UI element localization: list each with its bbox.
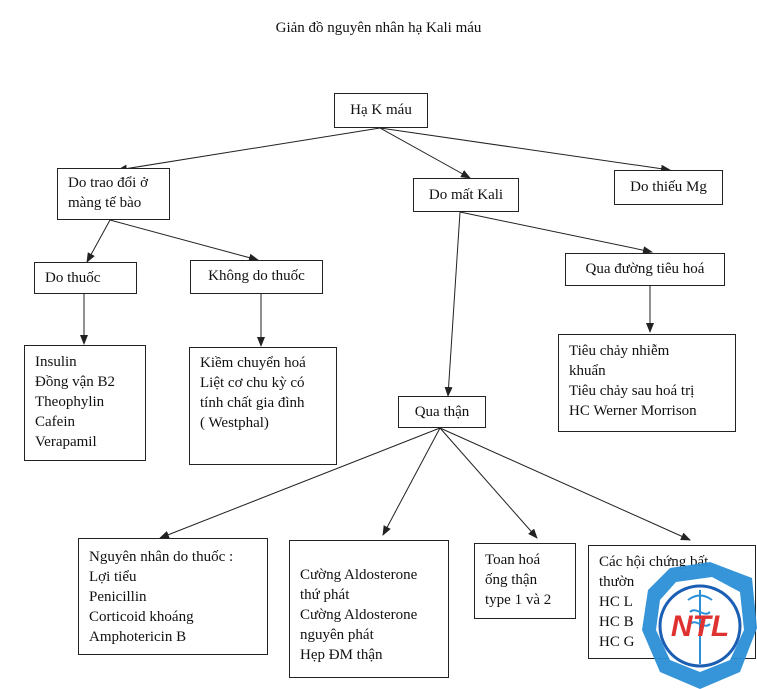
- node-root-line: Hạ K máu: [350, 102, 412, 118]
- node-nondrug: Không do thuốc: [190, 260, 323, 294]
- node-aldosterone: Cường Aldosterone thứ phát Cường Aldoste…: [289, 540, 449, 678]
- node-root: Hạ K máu: [334, 93, 428, 128]
- node-nondrug-list-line: Liệt cơ chu kỳ có: [200, 375, 305, 391]
- node-gi-list-line: Tiêu chảy sau hoá trị: [569, 383, 695, 399]
- node-kidney-line: Qua thận: [414, 404, 470, 420]
- node-syndromes-line: thườn: [599, 574, 635, 590]
- node-drug-list-line: Theophylin: [35, 394, 105, 410]
- logo-text: NTL: [671, 610, 729, 643]
- node-loss-line: Do mất Kali: [428, 187, 504, 203]
- node-drug: Do thuốc: [34, 262, 137, 294]
- node-rta-line: Toan hoá: [485, 552, 541, 568]
- node-nondrug-list-line: tính chất gia đình: [200, 395, 305, 411]
- arrow-kidney-rta: [439, 427, 538, 539]
- node-mg-line: Do thiếu Mg: [630, 179, 707, 195]
- arrow-kidney-drug: [159, 427, 441, 539]
- node-rta: Toan hoá ống thận type 1 và 2: [474, 543, 576, 619]
- node-nondrug-line: Không do thuốc: [208, 268, 305, 284]
- arrow-loss-kidney: [444, 211, 461, 397]
- node-nondrug-list: Kiềm chuyển hoá Liệt cơ chu kỳ có tính c…: [189, 347, 337, 465]
- node-exchange-line: màng tế bào: [68, 195, 142, 211]
- node-drug-list: Insulin Đồng vận B2 Theophylin Cafein Ve…: [24, 345, 146, 461]
- node-aldosterone-line: thứ phát: [300, 587, 350, 603]
- node-loss: Do mất Kali: [413, 178, 519, 212]
- diagram-title: Giản đồ nguyên nhân hạ Kali máu: [275, 20, 482, 36]
- node-aldosterone-line: Hẹp ĐM thận: [300, 647, 383, 663]
- node-nondrug-list-line: Kiềm chuyển hoá: [200, 355, 306, 371]
- node-kidney-drug-line: Penicillin: [89, 589, 147, 605]
- node-drug-line: Do thuốc: [45, 270, 101, 286]
- node-gi-list-line: khuẩn: [569, 363, 606, 379]
- arrow-root-mg: [379, 127, 671, 173]
- node-gi-list-line: Tiêu chảy nhiễm: [569, 343, 670, 359]
- node-rta-line: ống thận: [485, 572, 538, 588]
- arrow-loss-gi: [459, 211, 653, 255]
- node-drug-list-line: Cafein: [35, 414, 75, 430]
- arrow-kidney-syndromes: [439, 427, 691, 541]
- node-exchange: Do trao đổi ở màng tế bào: [57, 168, 170, 220]
- node-gi-list-line: HC Werner Morrison: [569, 403, 697, 419]
- node-syndromes-line: HC G: [599, 634, 635, 650]
- node-kidney-drug-line: Lợi tiểu: [89, 569, 137, 585]
- caduceus-icon: [687, 590, 713, 664]
- logo-ring: [658, 584, 742, 668]
- node-aldosterone-line: Cường Aldosterone: [300, 567, 418, 583]
- node-kidney-drug-line: Corticoid khoáng: [89, 609, 194, 625]
- node-gi-list: Tiêu chảy nhiễm khuẩn Tiêu chảy sau hoá …: [558, 334, 736, 432]
- arrow-exchange-drug: [86, 219, 111, 263]
- node-syndromes-line: HC L: [599, 594, 633, 610]
- node-nondrug-list-line: ( Westphal): [200, 415, 269, 431]
- node-gi-line: Qua đường tiêu hoá: [585, 261, 705, 277]
- arrow-kidney-aldosterone: [382, 427, 441, 536]
- node-drug-list-line: Đồng vận B2: [35, 374, 115, 390]
- ntl-logo: NTL: [642, 562, 757, 689]
- node-aldosterone-line: Cường Aldosterone: [300, 607, 418, 623]
- node-kidney-drug: Nguyên nhân do thuốc : Lợi tiểu Penicill…: [78, 538, 268, 655]
- node-kidney-drug-line: Nguyên nhân do thuốc :: [89, 549, 234, 565]
- node-gi: Qua đường tiêu hoá: [565, 253, 725, 286]
- node-drug-list-line: Verapamil: [35, 434, 97, 450]
- node-kidney-drug-line: Amphotericin B: [89, 629, 187, 645]
- arrow-exchange-nondrug: [109, 219, 259, 262]
- node-syndromes-line: Các hội chứng bất: [599, 554, 709, 570]
- node-mg: Do thiếu Mg: [614, 170, 723, 205]
- node-kidney: Qua thận: [398, 396, 486, 428]
- node-aldosterone-line: nguyên phát: [300, 627, 374, 643]
- arrow-root-exchange: [117, 127, 381, 173]
- node-drug-list-line: Insulin: [35, 354, 77, 370]
- node-syndromes-line: HC B: [599, 614, 634, 630]
- node-exchange-line: Do trao đổi ở: [68, 175, 149, 191]
- arrow-root-loss: [379, 127, 471, 179]
- node-rta-line: type 1 và 2: [485, 592, 552, 608]
